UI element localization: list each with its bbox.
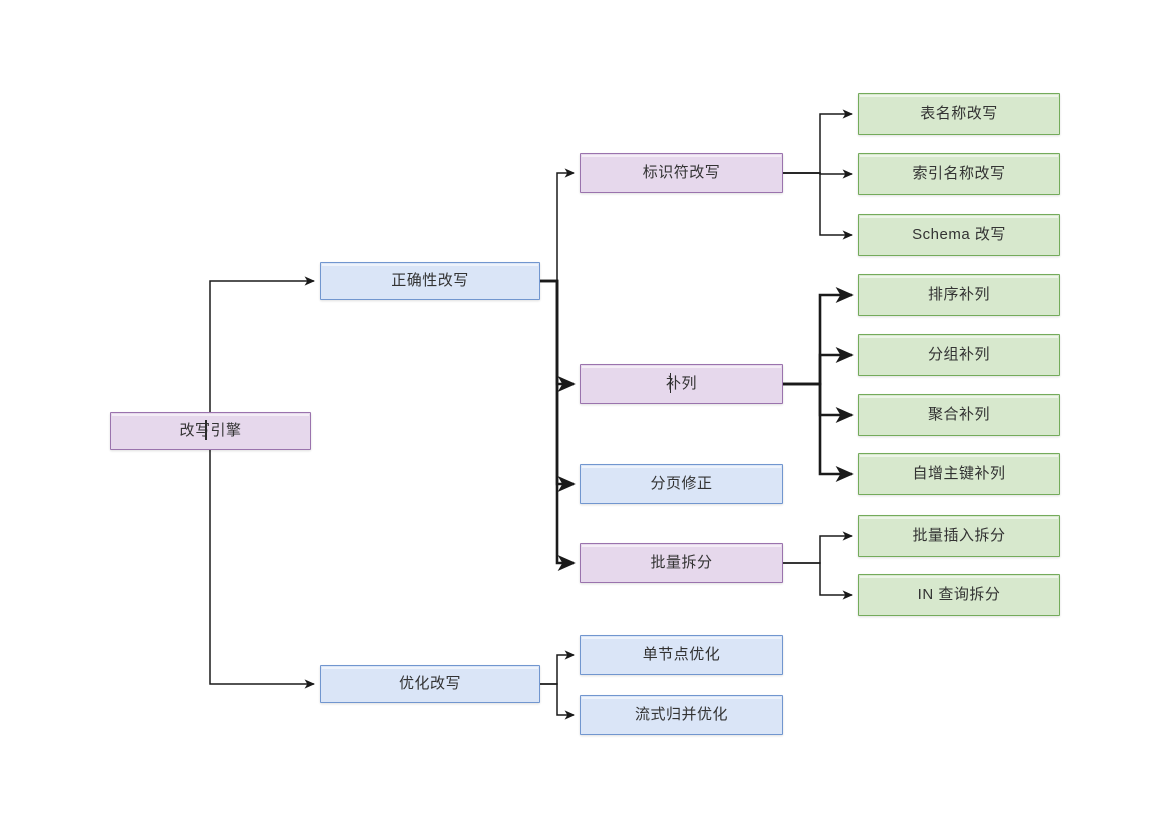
node-streammerge[interactable]: 流式归并优化: [580, 695, 783, 735]
node-label: 单节点优化: [642, 646, 721, 663]
node-label: 标识符改写: [642, 164, 721, 181]
edge-fillcol-to-groupfill[interactable]: [783, 346, 854, 386]
node-batchinsert[interactable]: 批量插入拆分: [858, 515, 1060, 557]
text-caret: [205, 420, 207, 440]
node-label: Schema 改写: [912, 226, 1006, 243]
edge-fillcol-to-sortfill[interactable]: [783, 286, 854, 386]
node-singlenode[interactable]: 单节点优化: [580, 635, 783, 675]
edge-correctness-to-fillcol[interactable]: [540, 279, 576, 393]
node-sortfill[interactable]: 排序补列: [858, 274, 1060, 316]
edge-correctness-to-batchsplit[interactable]: [540, 279, 576, 572]
node-label: 聚合补列: [927, 406, 990, 423]
node-inquery[interactable]: IN 查询拆分: [858, 574, 1060, 616]
edge-identifier-to-tablename[interactable]: [783, 109, 854, 174]
node-label: IN 查询拆分: [917, 586, 1001, 603]
node-aggfill[interactable]: 聚合补列: [858, 394, 1060, 436]
node-correctness[interactable]: 正确性改写: [320, 262, 540, 300]
edge-identifier-to-indexname[interactable]: [783, 169, 854, 179]
node-pagination[interactable]: 分页修正: [580, 464, 783, 504]
edge-batchsplit-to-inquery[interactable]: [783, 562, 854, 600]
node-label: 表名称改写: [920, 105, 998, 122]
node-label: 排序补列: [927, 286, 990, 303]
node-label: 批量插入拆分: [912, 527, 1006, 544]
node-groupfill[interactable]: 分组补列: [858, 334, 1060, 376]
node-batchsplit[interactable]: 批量拆分: [580, 543, 783, 583]
node-label: 流式归并优化: [634, 706, 728, 723]
text-caret: [669, 373, 672, 393]
edge-root-to-optimize[interactable]: [209, 430, 316, 689]
node-tablename[interactable]: 表名称改写: [858, 93, 1060, 135]
node-root[interactable]: 改写引擎: [110, 412, 311, 450]
edge-fillcol-to-aggfill[interactable]: [783, 382, 854, 424]
edge-optimize-to-singlenode[interactable]: [540, 650, 576, 685]
edge-correctness-to-identifier[interactable]: [540, 168, 576, 282]
edge-fillcol-to-autopkfill[interactable]: [783, 382, 854, 483]
node-label: 正确性改写: [391, 272, 469, 289]
node-label: 批量拆分: [650, 554, 713, 571]
node-autopkfill[interactable]: 自增主键补列: [858, 453, 1060, 495]
node-label: 改写引擎: [179, 420, 242, 440]
node-indexname[interactable]: 索引名称改写: [858, 153, 1060, 195]
node-optimize[interactable]: 优化改写: [320, 665, 540, 703]
edge-optimize-to-streammerge[interactable]: [540, 683, 576, 720]
node-fillcol[interactable]: 补列: [580, 364, 783, 404]
node-identifier[interactable]: 标识符改写: [580, 153, 783, 193]
node-label: 分组补列: [927, 346, 990, 363]
edge-batchsplit-to-batchinsert[interactable]: [783, 531, 854, 564]
node-label: 补列: [665, 373, 697, 393]
node-schema[interactable]: Schema 改写: [858, 214, 1060, 256]
node-label: 优化改写: [398, 675, 461, 692]
node-label: 自增主键补列: [912, 465, 1006, 482]
edge-identifier-to-schema[interactable]: [783, 172, 854, 240]
node-label: 索引名称改写: [912, 165, 1006, 182]
edge-root-to-correctness[interactable]: [209, 276, 316, 432]
edge-correctness-to-pagination[interactable]: [540, 279, 576, 493]
node-label: 分页修正: [650, 475, 713, 492]
